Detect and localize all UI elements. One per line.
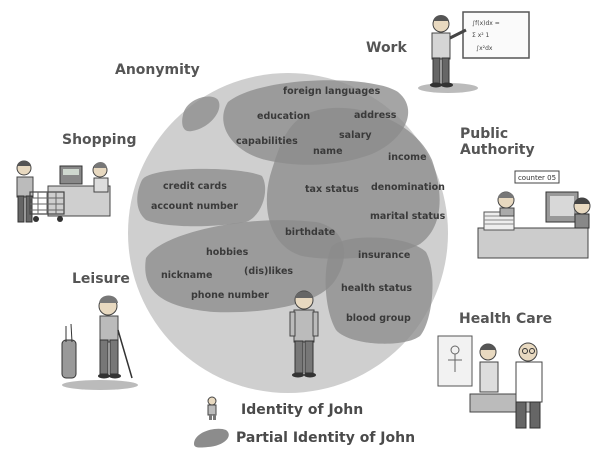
john-figure — [289, 290, 319, 378]
legend-partial-icon — [194, 428, 229, 448]
attr-denomination: denomination — [371, 182, 445, 193]
attr-foreign-languages: foreign languages — [283, 86, 381, 97]
attr-address: address — [354, 110, 397, 121]
attr-dislikes: (dis)likes — [244, 266, 294, 277]
partial-identity-regions — [137, 80, 440, 344]
attr-name: name — [313, 146, 343, 157]
context-label-leisure: Leisure — [72, 271, 130, 287]
attr-health-status: health status — [341, 283, 413, 294]
attr-phone-number: phone number — [191, 290, 269, 301]
context-label-shopping: Shopping — [62, 132, 137, 148]
context-label-work: Work — [366, 40, 407, 56]
attr-tax-status: tax status — [305, 184, 359, 195]
public-authority-illustration: counter 05 — [477, 170, 591, 259]
leisure-illustration — [61, 295, 138, 390]
work-illustration: ∫f(x)dx = Σ x² 1 ∫x²dx — [418, 11, 530, 93]
svg-text:Σ x² 1: Σ x² 1 — [472, 32, 490, 39]
attr-account-number: account number — [151, 201, 238, 212]
region-anonymity — [182, 96, 220, 132]
health-care-illustration — [437, 335, 543, 429]
attr-hobbies: hobbies — [206, 247, 249, 258]
svg-text:∫f(x)dx =: ∫f(x)dx = — [472, 20, 500, 27]
legend-identity-icon — [207, 396, 217, 420]
region-public-authority — [266, 107, 440, 259]
context-label-public-line2: Authority — [460, 142, 535, 158]
attr-capabilities: capabilities — [236, 136, 298, 147]
region-health-care — [325, 237, 433, 344]
attr-blood-group: blood group — [346, 313, 411, 324]
attr-income: income — [388, 152, 427, 163]
region-leisure — [145, 220, 345, 313]
attr-credit-cards: credit cards — [163, 181, 227, 192]
context-label-public-line1: Public — [460, 126, 509, 142]
region-shopping — [137, 168, 266, 227]
attr-nickname: nickname — [161, 270, 213, 281]
svg-text:∫x²dx: ∫x²dx — [476, 45, 493, 52]
attr-birthdate: birthdate — [285, 227, 336, 238]
context-label-public-authority: Public Authority — [460, 126, 535, 158]
attr-marital-status: marital status — [370, 211, 446, 222]
shopping-illustration — [16, 160, 111, 223]
attr-salary: salary — [339, 130, 372, 141]
legend-partial-label: Partial Identity of John — [236, 430, 416, 446]
legend-identity-label: Identity of John — [241, 402, 364, 418]
attr-education: education — [257, 111, 311, 122]
context-label-anonymity: Anonymity — [115, 62, 200, 78]
counter-sign: counter 05 — [518, 174, 556, 182]
attr-insurance: insurance — [358, 250, 411, 261]
context-label-health-care: Health Care — [459, 311, 553, 327]
